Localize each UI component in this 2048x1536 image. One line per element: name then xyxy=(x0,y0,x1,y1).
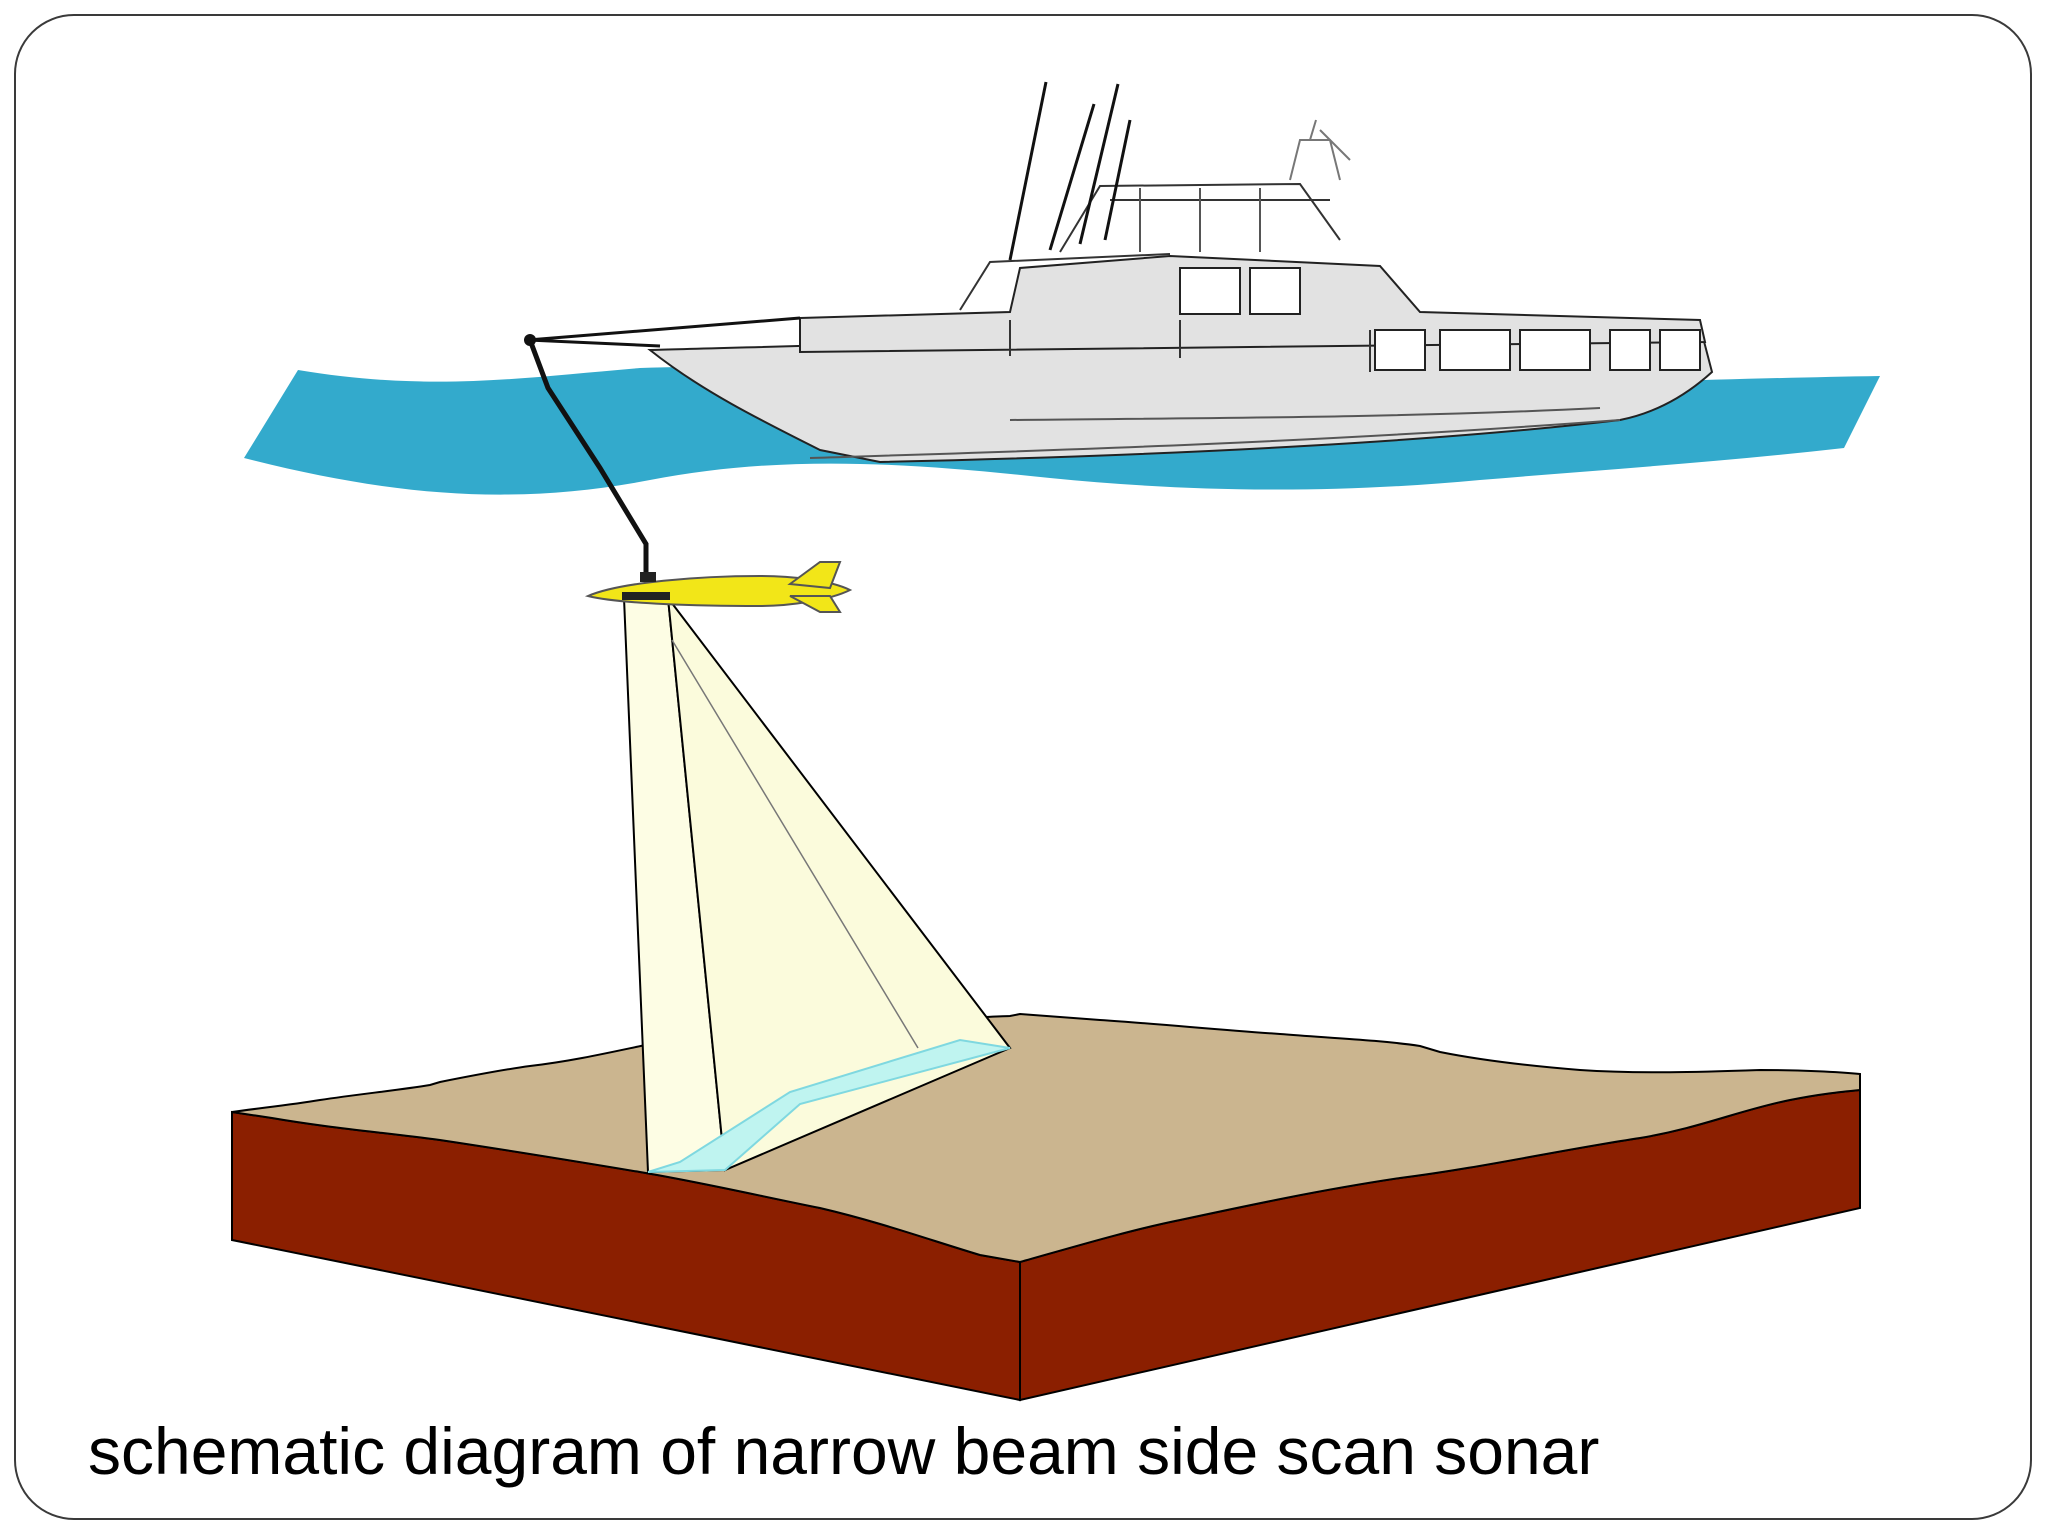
beam-centerline xyxy=(671,639,919,1049)
sonar-beam-far xyxy=(666,594,1012,1172)
survey-boat xyxy=(524,81,1714,464)
ensonified-strip xyxy=(647,1038,1011,1173)
towfish xyxy=(584,561,853,613)
slide-caption: schematic diagram of narrow beam side sc… xyxy=(88,1414,1600,1488)
tow-cable xyxy=(527,339,649,578)
